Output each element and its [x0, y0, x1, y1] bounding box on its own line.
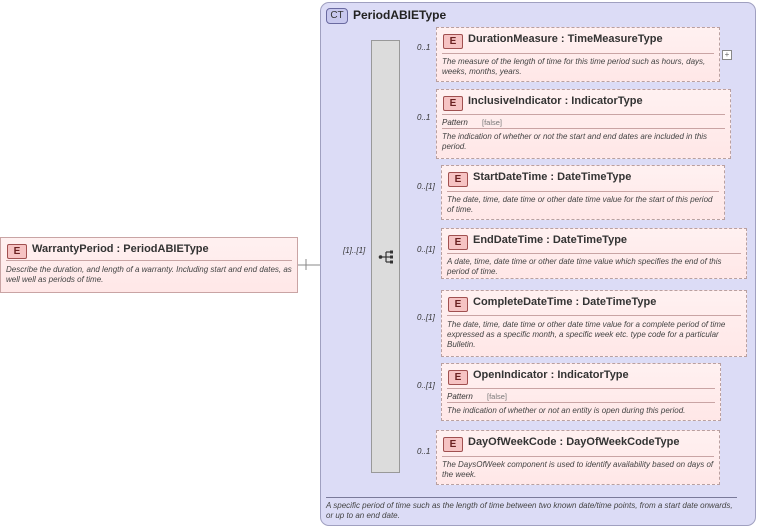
root-documentation: Describe the duration, and length of a w…	[6, 265, 292, 284]
element-documentation: The measure of the length of time for th…	[442, 57, 706, 76]
element-title: DayOfWeekCode : DayOfWeekCodeType	[468, 436, 680, 448]
cardinality-label: 0..[1]	[417, 245, 435, 254]
element-separator	[442, 456, 714, 457]
element-badge: E	[448, 370, 468, 385]
element-separator	[447, 388, 715, 389]
cardinality-label: 0..[1]	[417, 381, 435, 390]
element-badge: E	[7, 244, 27, 259]
cardinality-label: 0..1	[417, 43, 431, 52]
element-documentation: The date, time, date time or other date …	[447, 320, 726, 349]
pattern-label: Pattern	[442, 118, 468, 127]
element-documentation: The date, time, date time or other date …	[447, 195, 713, 214]
element-badge: E	[448, 297, 468, 312]
element-documentation: The DaysOfWeek component is used to iden…	[442, 460, 714, 479]
element-documentation: The indication of whether or not an enti…	[447, 406, 686, 415]
root-element-title: WarrantyPeriod : PeriodABIEType	[32, 243, 209, 255]
element-badge: E	[448, 235, 468, 250]
footer-divider	[326, 497, 737, 498]
pattern-value: [false]	[487, 392, 508, 401]
complex-type-badge: CT	[326, 8, 348, 24]
element-separator	[442, 128, 725, 129]
expand-toggle-icon[interactable]: +	[722, 50, 732, 60]
element-end-date-time[interactable]: E EndDateTime : DateTimeType A date, tim…	[441, 228, 747, 279]
sequence-icon[interactable]	[378, 250, 394, 264]
element-open-indicator[interactable]: E OpenIndicator : IndicatorType Pattern …	[441, 363, 721, 421]
pattern-value: [false]	[482, 118, 503, 127]
sequence-cardinality: [1]..[1]	[343, 246, 366, 255]
element-title: OpenIndicator : IndicatorType	[473, 369, 629, 381]
element-separator	[447, 315, 741, 316]
element-separator	[442, 114, 725, 115]
element-inclusive-indicator[interactable]: E InclusiveIndicator : IndicatorType Pat…	[436, 89, 731, 159]
element-start-date-time[interactable]: E StartDateTime : DateTimeType The date,…	[441, 165, 725, 220]
element-title: InclusiveIndicator : IndicatorType	[468, 95, 643, 107]
element-title: StartDateTime : DateTimeType	[473, 171, 632, 183]
cardinality-label: 0..[1]	[417, 182, 435, 191]
cardinality-label: 0..1	[417, 447, 431, 456]
element-badge: E	[443, 437, 463, 452]
element-title: CompleteDateTime : DateTimeType	[473, 296, 657, 308]
root-separator	[6, 260, 292, 261]
pattern-label: Pattern	[447, 392, 473, 401]
element-separator	[447, 253, 741, 254]
root-element-warranty-period[interactable]: E WarrantyPeriod : PeriodABIEType Descri…	[0, 237, 298, 293]
element-badge: E	[443, 34, 463, 49]
complex-type-name: PeriodABIEType	[353, 8, 447, 22]
element-duration-measure[interactable]: E DurationMeasure : TimeMeasureType The …	[436, 27, 720, 82]
element-separator	[442, 53, 714, 54]
complex-type-documentation: A specific period of time such as the le…	[326, 501, 733, 520]
element-documentation: The indication of whether or not the sta…	[442, 132, 708, 151]
element-separator	[447, 402, 715, 403]
element-day-of-week-code[interactable]: E DayOfWeekCode : DayOfWeekCodeType The …	[436, 430, 720, 485]
element-title: DurationMeasure : TimeMeasureType	[468, 33, 663, 45]
element-badge: E	[443, 96, 463, 111]
element-complete-date-time[interactable]: E CompleteDateTime : DateTimeType The da…	[441, 290, 747, 357]
element-badge: E	[448, 172, 468, 187]
element-documentation: A date, time, date time or other date ti…	[447, 257, 722, 276]
cardinality-label: 0..1	[417, 113, 431, 122]
element-separator	[447, 191, 719, 192]
cardinality-label: 0..[1]	[417, 313, 435, 322]
element-title: EndDateTime : DateTimeType	[473, 234, 628, 246]
